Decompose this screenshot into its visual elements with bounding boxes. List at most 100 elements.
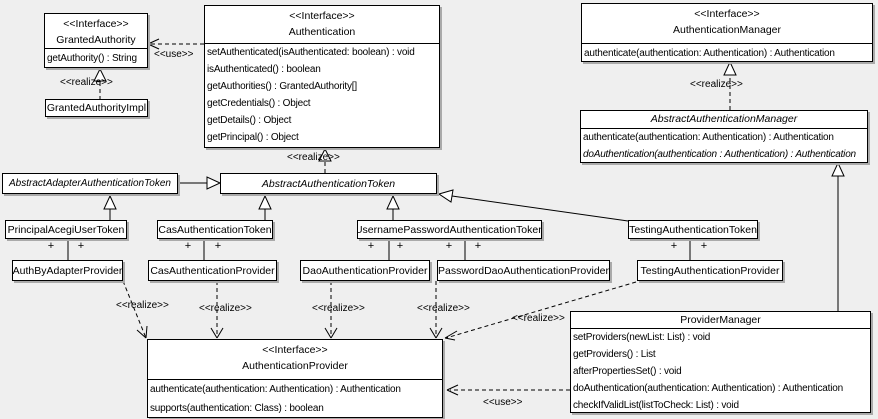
use-stereotype-label: <<use>>: [483, 397, 523, 408]
association-token-provider-lines: [67, 239, 691, 260]
association-plus-marker: +: [445, 240, 453, 252]
class-name: GrantedAuthorityImpl: [46, 102, 147, 114]
class-header: <<Interface>> Authentication: [205, 6, 439, 43]
class-authentication-provider: <<Interface>> AuthenticationProvider aut…: [147, 339, 443, 418]
class-name: ProviderManager: [680, 314, 761, 326]
method-label: getPrincipal() : Object: [207, 132, 299, 143]
class-name: AbstractAuthenticationToken: [261, 177, 396, 190]
method-label: afterPropertiesSet() : void: [573, 366, 682, 377]
method-label: getDetails() : Object: [207, 115, 292, 126]
class-name: AbstractAdapterAuthenticationToken: [9, 177, 171, 189]
realize-passworddao-provider: [429, 281, 443, 339]
association-plus-marker: +: [47, 240, 55, 252]
class-granted-authority-impl: GrantedAuthorityImpl: [45, 99, 148, 117]
method-label: setProviders(newList: List) : void: [573, 332, 711, 343]
class-name: GrantedAuthority: [56, 34, 136, 46]
class-name: PasswordDaoAuthenticationProvider: [438, 264, 610, 277]
class-testing-authentication-provider: TestingAuthenticationProvider: [637, 260, 783, 281]
generalization-adapter-token-to-abstract-token: [178, 176, 222, 190]
class-abstract-adapter-authentication-token: AbstractAdapterAuthenticationToken: [2, 173, 178, 194]
realize-stereotype-label: <<realize>>: [199, 303, 252, 314]
class-header: <<Interface>> GrantedAuthority: [45, 14, 147, 48]
association-plus-marker: +: [214, 240, 222, 252]
realize-testing-provider: [444, 281, 637, 341]
class-header: AbstractAuthenticationManager: [581, 111, 867, 128]
class-abstract-authentication-token: AbstractAuthenticationToken: [220, 173, 437, 194]
realize-stereotype-label: <<realize>>: [287, 152, 340, 163]
methods-compartment: authenticate(authentication: Authenticat…: [582, 43, 872, 61]
method-label: doAuthentication(authentication: Authent…: [573, 383, 843, 394]
class-name: CasAuthenticationProvider: [150, 264, 275, 277]
class-name: AuthenticationManager: [673, 24, 781, 36]
method-label: checkIfValidList(listToCheck: List) : vo…: [573, 400, 739, 411]
realize-cas-provider: [210, 281, 224, 339]
method-label: getAuthority() : String: [47, 53, 137, 64]
association-plus-marker: +: [367, 240, 375, 252]
stereotype-label: <<Interface>>: [63, 18, 129, 30]
class-name: Authentication: [288, 26, 356, 38]
methods-compartment: authenticate(authentication: Authenticat…: [581, 128, 867, 162]
class-name: AbstractAuthenticationManager: [650, 113, 798, 125]
class-testing-authentication-token: TestingAuthenticationToken: [628, 220, 758, 239]
methods-compartment: authenticate(authentication: Authenticat…: [148, 379, 442, 417]
class-name: PrincipalAcegiUserToken: [7, 223, 125, 236]
association-plus-marker: +: [396, 240, 404, 252]
generalization-providermanager: [831, 161, 845, 311]
class-authentication-manager: <<Interface>> AuthenticationManager auth…: [581, 3, 873, 62]
class-name: AuthenticationProvider: [242, 360, 348, 372]
methods-compartment: setAuthenticated(isAuthenticated: boolea…: [205, 43, 439, 146]
generalization-testing-token: [437, 189, 629, 222]
association-plus-marker: +: [670, 240, 678, 252]
class-name: TestingAuthenticationToken: [629, 223, 757, 236]
class-username-password-authentication-token: UsernamePasswordAuthenticationToken: [357, 220, 542, 239]
method-label: isAuthenticated() : boolean: [207, 64, 321, 75]
stereotype-label: <<Interface>>: [289, 10, 355, 22]
class-name: AuthByAdapterProvider: [12, 264, 123, 277]
class-authentication: <<Interface>> Authentication setAuthenti…: [204, 5, 440, 148]
stereotype-label: <<Interface>>: [262, 344, 328, 356]
class-principal-acegi-user-token: PrincipalAcegiUserToken: [5, 220, 127, 239]
class-header: <<Interface>> AuthenticationProvider: [148, 340, 442, 379]
realize-abstract-token-to-authentication: [318, 147, 332, 173]
method-label: setAuthenticated(isAuthenticated: boolea…: [207, 47, 415, 58]
class-abstract-authentication-manager: AbstractAuthenticationManager authentica…: [580, 110, 868, 163]
use-stereotype-label: <<use>>: [154, 49, 194, 60]
class-cas-authentication-provider: CasAuthenticationProvider: [148, 260, 277, 281]
method-label: authenticate(authentication: Authenticat…: [584, 48, 835, 59]
generalization-principal-token: [103, 194, 117, 220]
class-password-dao-authentication-provider: PasswordDaoAuthenticationProvider: [437, 260, 610, 281]
generalization-cas-token: [258, 194, 272, 220]
method-label: getCredentials() : Object: [207, 98, 311, 109]
realize-authbyadapter-provider: [122, 280, 148, 339]
methods-compartment: getAuthority() : String: [45, 48, 147, 67]
use-providermanager-to-authenticationprovider: [446, 384, 570, 396]
association-plus-marker: +: [77, 240, 85, 252]
realize-abstract-manager-to-authenticationmanager: [723, 60, 737, 110]
association-plus-marker: +: [474, 240, 482, 252]
method-label: authenticate(authentication: Authenticat…: [583, 132, 834, 143]
realize-stereotype-label: <<realize>>: [690, 79, 743, 90]
method-label: authenticate(authentication: Authenticat…: [150, 384, 401, 395]
realize-dao-provider: [324, 281, 338, 339]
association-plus-marker: +: [700, 240, 708, 252]
class-dao-authentication-provider: DaoAuthenticationProvider: [300, 260, 430, 281]
realize-stereotype-label: <<realize>>: [417, 303, 470, 314]
class-name: TestingAuthenticationProvider: [640, 264, 780, 277]
class-header: ProviderManager: [571, 312, 870, 328]
class-header: <<Interface>> AuthenticationManager: [582, 4, 872, 43]
realize-stereotype-label: <<realize>>: [60, 77, 113, 88]
class-cas-authentication-token: CasAuthenticationToken: [157, 220, 273, 239]
generalization-usernamepassword-token: [386, 194, 400, 220]
realize-stereotype-label: <<realize>>: [512, 313, 565, 324]
methods-compartment: setProviders(newList: List) : void getPr…: [571, 328, 870, 412]
realize-grantedauthorityimpl: [93, 67, 107, 100]
realize-stereotype-label: <<realize>>: [116, 300, 169, 311]
class-provider-manager: ProviderManager setProviders(newList: Li…: [570, 311, 871, 413]
method-label: getProviders() : List: [573, 349, 656, 360]
class-granted-authority: <<Interface>> GrantedAuthority getAuthor…: [44, 13, 148, 68]
method-label: doAuthentication(authentication : Authen…: [583, 149, 856, 160]
association-plus-marker: +: [184, 240, 192, 252]
use-authentication-to-grantedauthority: [147, 38, 204, 50]
